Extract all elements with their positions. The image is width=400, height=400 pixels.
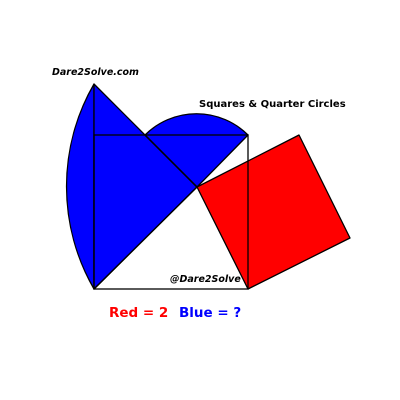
square-diagonal: [93, 186, 198, 290]
diagram-title: Squares & Quarter Circles: [199, 99, 346, 110]
blue-area-label: Blue = ?: [179, 305, 241, 321]
red-square: [196, 134, 351, 290]
brand-label: Dare2Solve.com: [52, 67, 139, 78]
blue-quarter-circle-small: [144, 113, 249, 188]
square-diagonal-upper: [144, 134, 198, 188]
main-square-outline: [93, 134, 249, 290]
red-area-label: Red = 2: [109, 305, 168, 321]
blue-quarter-circle-large: [65, 83, 95, 290]
handle-label: @Dare2Solve: [170, 274, 241, 285]
